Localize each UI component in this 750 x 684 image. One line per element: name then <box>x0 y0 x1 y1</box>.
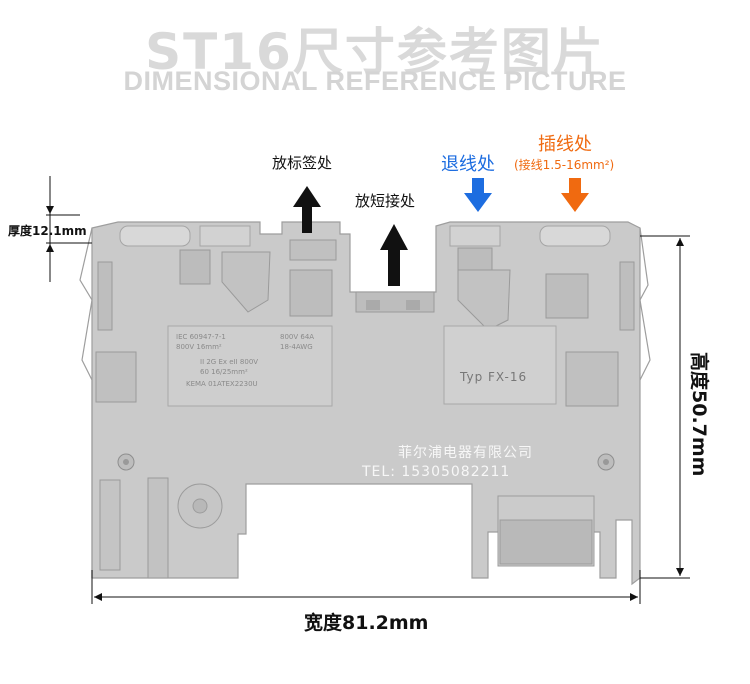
cert-line-5: II 2G Ex eII 800V <box>200 358 259 366</box>
cert-line-6: 60 16/25mm² <box>200 368 248 376</box>
label-position-text: 放标签处 <box>272 154 333 172</box>
insert-arrow <box>561 178 589 212</box>
height-dimension <box>640 235 690 579</box>
cert-line-2: 800V 16mm² <box>176 343 222 351</box>
width-dimension <box>91 570 641 604</box>
type-label: Typ FX-16 <box>460 370 528 384</box>
watermark-company: 菲尔浦电器有限公司 <box>398 445 533 461</box>
cert-line-4: 18-4AWG <box>280 343 313 351</box>
watermark-tel: TEL: 15305082211 <box>362 464 511 480</box>
thickness-label: 厚度12.1mm <box>8 224 87 238</box>
jumper-position-arrow <box>380 224 408 286</box>
release-arrow <box>464 178 492 212</box>
jumper-position-text: 放短接处 <box>355 192 416 210</box>
height-label: 高度50.7mm <box>688 352 710 477</box>
release-text: 退线处 <box>441 154 495 175</box>
page-subtitle: DIMENSIONAL REFERENCE PICTURE <box>123 66 627 96</box>
insert-range-text: (接线1.5-16mm²) <box>514 158 615 172</box>
cert-line-3: 800V 64A <box>280 333 315 341</box>
cert-line-7: KEMA 01ATEX2230U <box>186 380 258 388</box>
cert-line-1: IEC 60947-7-1 <box>176 333 226 341</box>
page-title: ST16尺寸参考图片 <box>145 23 605 81</box>
insert-text: 插线处 <box>538 134 592 155</box>
label-position-arrow <box>293 186 321 233</box>
thickness-dimension <box>46 176 92 282</box>
width-label: 宽度81.2mm <box>304 612 429 634</box>
